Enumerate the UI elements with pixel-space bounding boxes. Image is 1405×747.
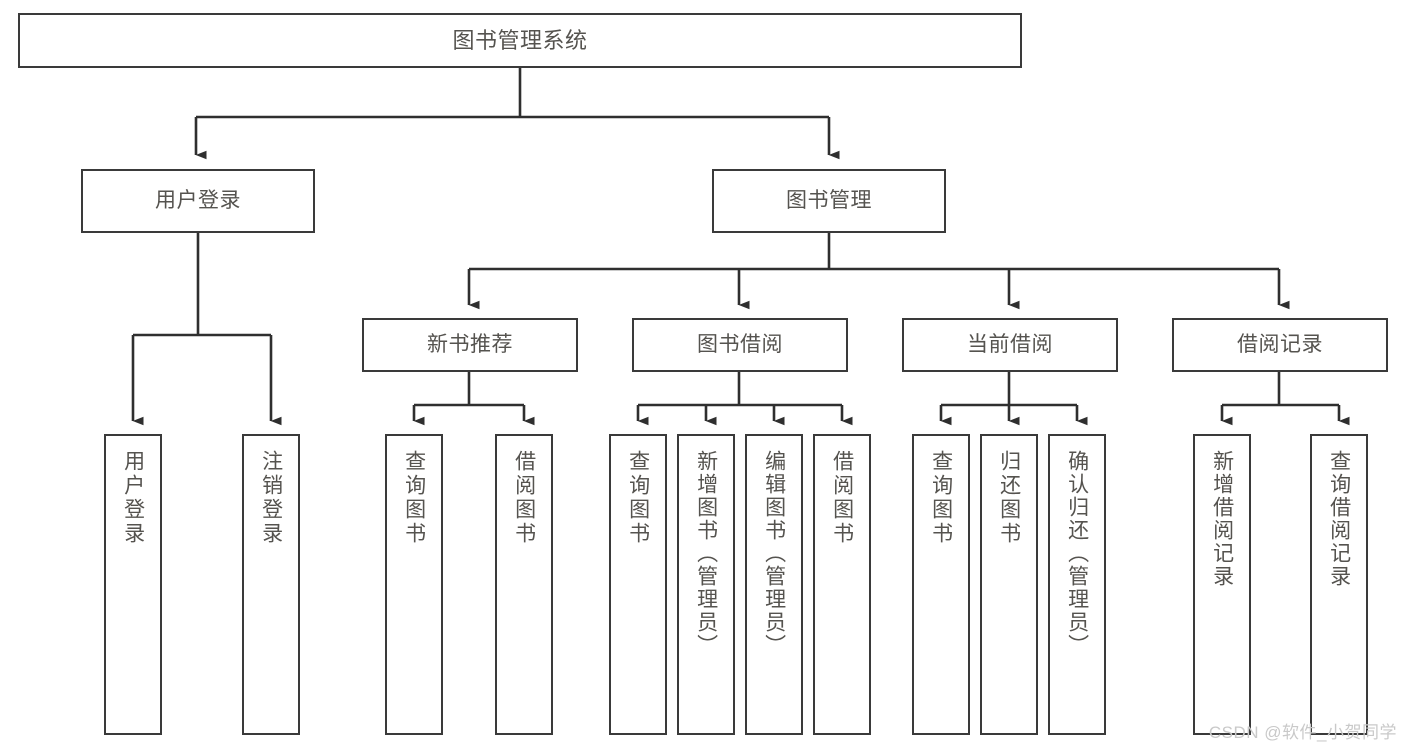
node-label: 编辑图书（管理员）	[762, 450, 786, 657]
node-label: 新书推荐	[427, 332, 513, 356]
node-label: 确认归还（管理员）	[1065, 450, 1089, 657]
leaf-user-login[interactable]: 用户登录	[104, 434, 162, 735]
node-borrow-record[interactable]: 借阅记录	[1172, 318, 1388, 372]
leaf-add-borrow-record[interactable]: 新增借阅记录	[1193, 434, 1251, 735]
node-label: 新增图书（管理员）	[694, 450, 718, 657]
node-label: 查询图书	[929, 450, 953, 546]
node-label: 查询图书	[626, 450, 650, 546]
node-label: 查询借阅记录	[1327, 450, 1351, 588]
leaf-query-borrow-record[interactable]: 查询借阅记录	[1310, 434, 1368, 735]
node-label: 借阅图书	[830, 450, 854, 546]
leaf-query-book-current[interactable]: 查询图书	[912, 434, 970, 735]
watermark-text: CSDN @软件_小贺同学	[1208, 723, 1397, 742]
node-book-borrow[interactable]: 图书借阅	[632, 318, 848, 372]
node-label: 归还图书	[997, 450, 1021, 546]
leaf-confirm-return-admin[interactable]: 确认归还（管理员）	[1048, 434, 1106, 735]
node-root-system[interactable]: 图书管理系统	[18, 13, 1022, 68]
node-user-login[interactable]: 用户登录	[81, 169, 315, 233]
node-current-borrow[interactable]: 当前借阅	[902, 318, 1118, 372]
leaf-edit-book-admin[interactable]: 编辑图书（管理员）	[745, 434, 803, 735]
node-label: 借阅记录	[1237, 332, 1323, 356]
node-label: 查询图书	[402, 450, 426, 546]
leaf-add-book-admin[interactable]: 新增图书（管理员）	[677, 434, 735, 735]
node-label: 图书管理系统	[452, 27, 588, 53]
node-label: 借阅图书	[512, 450, 536, 546]
leaf-user-logout[interactable]: 注销登录	[242, 434, 300, 735]
node-label: 新增借阅记录	[1210, 450, 1234, 588]
node-label: 图书借阅	[697, 332, 783, 356]
node-label: 用户登录	[155, 188, 241, 212]
node-label: 图书管理	[786, 188, 872, 212]
leaf-borrow-book[interactable]: 借阅图书	[813, 434, 871, 735]
leaf-query-book-recommend[interactable]: 查询图书	[385, 434, 443, 735]
node-book-management[interactable]: 图书管理	[712, 169, 946, 233]
leaf-return-book[interactable]: 归还图书	[980, 434, 1038, 735]
leaf-borrow-book-recommend[interactable]: 借阅图书	[495, 434, 553, 735]
leaf-query-book-borrow[interactable]: 查询图书	[609, 434, 667, 735]
node-label: 用户登录	[121, 450, 145, 546]
node-label: 当前借阅	[967, 332, 1053, 356]
node-label: 注销登录	[259, 450, 283, 546]
node-new-book-recommend[interactable]: 新书推荐	[362, 318, 578, 372]
